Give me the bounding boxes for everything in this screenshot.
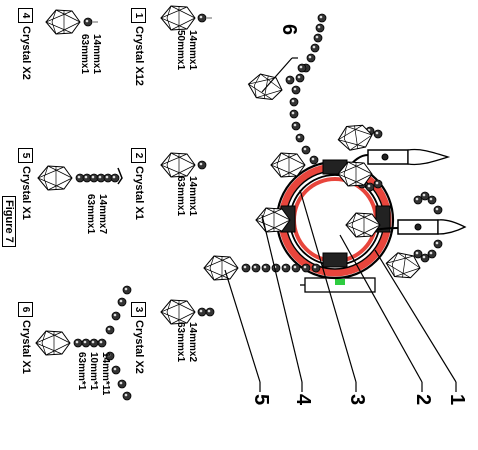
part-4-number: 4: [18, 8, 33, 23]
part-3-caption: 3Crystal X2: [131, 302, 146, 374]
part-5-number: 5: [18, 148, 33, 163]
part-4-spec: 14mmx1 63mmx1: [78, 34, 102, 74]
legend-crystal-1: [160, 5, 212, 31]
part-3-spec-line-2: 63mmx1: [175, 322, 186, 363]
part-2-caption: 2Crystal X1: [131, 148, 146, 220]
part-2-spec: 14mmx1 63mmx1: [174, 176, 198, 216]
part-5-spec: 14mmx7 63mmx1: [84, 194, 108, 234]
part-3-number: 3: [131, 302, 146, 317]
legend-crystal-5: [37, 165, 123, 191]
part-5-spec-line-2: 63mmx1: [85, 194, 96, 235]
ring-frame: [275, 159, 395, 280]
part-4-caption: 4Crystal X2: [18, 8, 33, 80]
part-4-spec-line-2: 63mmx1: [79, 34, 90, 75]
callout-lines: [224, 57, 457, 392]
figure-label: Figure 7: [2, 196, 16, 247]
part-3-spec-line-1: 14mmx2: [187, 322, 198, 363]
callout-2: 2: [412, 394, 434, 406]
part-6-spec-line-2: 10mm*1: [88, 352, 99, 391]
callout-6: 6: [278, 24, 300, 36]
part-5-name: Crystal X1: [20, 166, 32, 220]
part-5-spec-line-1: 14mmx7: [97, 194, 108, 235]
part-6-caption: 6Crystal X1: [18, 302, 33, 374]
part-6-spec: 14mm*11 10mm*1 63mm*1: [75, 352, 111, 395]
part-1-spec-line-2: 50mmx1: [175, 30, 186, 71]
part-3-spec: 14mmx2 63mmx1: [174, 322, 198, 362]
part-6-name: Crystal X1: [20, 320, 32, 374]
part-2-spec-line-1: 14mmx1: [187, 176, 198, 217]
part-4-spec-line-1: 14mmx1: [91, 34, 102, 75]
part-6-number: 6: [18, 302, 33, 317]
part-1-spec: 14mmx1 50mmx1: [174, 30, 198, 70]
part-1-caption: 1Crystal X12: [131, 8, 146, 86]
legend-crystal-4: [45, 9, 98, 35]
part-1-name: Crystal X12: [133, 26, 145, 86]
part-3-name: Crystal X2: [133, 320, 145, 374]
part-1-number: 1: [131, 8, 146, 23]
part-6-spec-line-3: 63mm*1: [76, 352, 87, 391]
base-accent: [335, 279, 345, 285]
part-5-caption: 5Crystal X1: [18, 148, 33, 220]
part-2-spec-line-2: 63mmx1: [175, 176, 186, 217]
part-4-name: Crystal X2: [20, 26, 32, 80]
part-2-number: 2: [131, 148, 146, 163]
callout-1: 1: [446, 394, 468, 406]
callout-5: 5: [250, 394, 272, 406]
part-6-spec-line-1: 14mm*11: [100, 352, 111, 396]
part-2-name: Crystal X1: [133, 166, 145, 220]
chandelier: [203, 13, 467, 293]
candle-arm-bottom: [374, 219, 467, 235]
callout-3: 3: [346, 394, 368, 406]
part-1-spec-line-1: 14mmx1: [187, 30, 198, 71]
callout-4: 4: [292, 394, 314, 406]
